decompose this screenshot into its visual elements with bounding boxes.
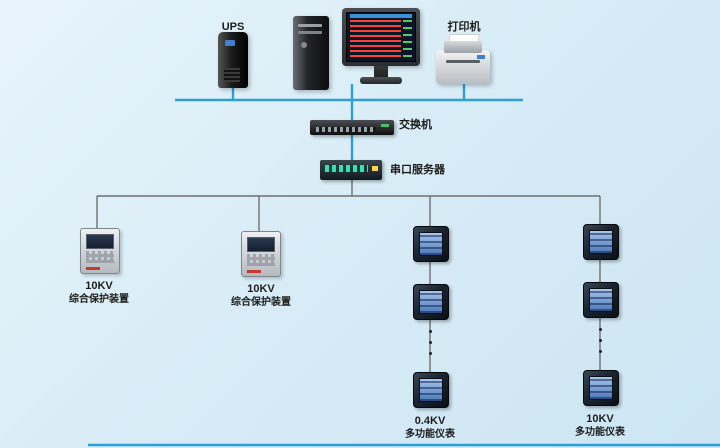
ups-label: UPS bbox=[221, 21, 245, 33]
protection-device-screen bbox=[86, 234, 114, 249]
protection1-name: 综合保护装置 bbox=[69, 294, 129, 306]
protection-device-strip bbox=[247, 270, 261, 273]
ups-device bbox=[218, 32, 248, 88]
multifunction-meter bbox=[583, 224, 619, 260]
printer-output-slot bbox=[446, 60, 480, 63]
serial-server-label: 串口服务器 bbox=[390, 164, 445, 176]
switch-led bbox=[381, 124, 389, 127]
pc-tower bbox=[293, 16, 329, 90]
cd-drive-slot bbox=[298, 31, 322, 34]
protection1-label: 10KV 综合保护装置 bbox=[59, 279, 139, 306]
continuation-dots bbox=[598, 328, 602, 353]
monitor bbox=[342, 8, 420, 66]
power-button-icon bbox=[301, 42, 307, 48]
printer-tray bbox=[444, 41, 482, 53]
meters-lv-name: 多功能仪表 bbox=[405, 429, 455, 441]
cd-drive-slot bbox=[298, 24, 322, 27]
ups-display bbox=[225, 40, 235, 46]
serial-server-ports bbox=[325, 165, 368, 172]
protection-device-2 bbox=[241, 231, 281, 277]
serial-server-device bbox=[320, 160, 382, 180]
protection-device-keys bbox=[247, 254, 275, 266]
meter-screen bbox=[589, 376, 613, 400]
protection-device-1 bbox=[80, 228, 120, 274]
monitor-screen-titlebar bbox=[350, 14, 412, 18]
serial-server-led bbox=[372, 166, 378, 171]
protection2-voltage: 10KV bbox=[247, 283, 275, 295]
monitor-base bbox=[360, 77, 402, 84]
protection-device-strip bbox=[86, 267, 100, 270]
protection1-voltage: 10KV bbox=[85, 280, 113, 292]
meter-screen bbox=[589, 288, 613, 312]
protection-device-screen bbox=[247, 237, 275, 252]
protection2-label: 10KV 综合保护装置 bbox=[221, 282, 301, 309]
switch-ports bbox=[316, 127, 376, 132]
printer-panel bbox=[477, 55, 485, 59]
switch-label: 交换机 bbox=[399, 119, 432, 131]
printer-label: 打印机 bbox=[447, 21, 481, 33]
protection2-name: 综合保护装置 bbox=[231, 297, 291, 309]
meter-screen bbox=[589, 230, 613, 254]
monitor-screen bbox=[346, 12, 416, 62]
meter-screen bbox=[419, 290, 443, 314]
multifunction-meter bbox=[413, 284, 449, 320]
multifunction-meter bbox=[583, 370, 619, 406]
switch-device bbox=[310, 120, 394, 135]
printer-device bbox=[436, 34, 490, 84]
multifunction-meter bbox=[413, 372, 449, 408]
ups-vent bbox=[224, 68, 240, 82]
meters-hv-voltage: 10KV bbox=[586, 413, 614, 425]
meter-screen bbox=[419, 232, 443, 256]
meters-hv-name: 多功能仪表 bbox=[575, 427, 625, 439]
continuation-dots bbox=[428, 330, 432, 355]
meters-lv-voltage: 0.4KV bbox=[414, 415, 446, 427]
meter-screen bbox=[419, 378, 443, 402]
meters-hv-label: 10KV 多功能仪表 bbox=[560, 412, 640, 439]
monitor-stand bbox=[374, 66, 388, 77]
meters-lv-label: 0.4KV 多功能仪表 bbox=[390, 414, 470, 441]
multifunction-meter bbox=[583, 282, 619, 318]
protection-device-keys bbox=[86, 251, 114, 263]
multifunction-meter bbox=[413, 226, 449, 262]
